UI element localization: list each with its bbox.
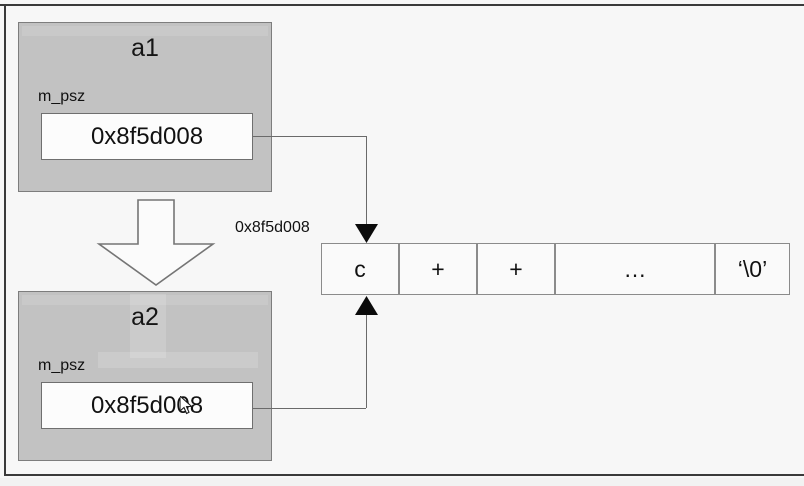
copy-down-arrow bbox=[96, 199, 216, 286]
object-a2-pointer-field[interactable]: 0x8f5d008 bbox=[41, 382, 253, 429]
string-cell-2: + bbox=[477, 243, 555, 295]
connector-a2-vertical bbox=[366, 314, 367, 408]
object-a1-top-highlight bbox=[22, 26, 268, 36]
heap-address-label: 0x8f5d008 bbox=[235, 219, 310, 236]
object-a1-member-label: m_psz bbox=[38, 88, 86, 105]
connector-a1-horizontal bbox=[253, 136, 366, 137]
object-box-a2 bbox=[18, 291, 272, 461]
connector-a1-arrowhead-down bbox=[355, 224, 378, 243]
copy-arrow-ghost-overlay bbox=[130, 294, 166, 358]
copy-arrow-ghost-overlay-wide bbox=[98, 352, 258, 368]
string-cell-0: c bbox=[321, 243, 399, 295]
object-a2-title: a2 bbox=[131, 303, 159, 331]
slide-frame-bottom-strip bbox=[0, 478, 804, 486]
object-a1-pointer-field[interactable]: 0x8f5d008 bbox=[41, 113, 253, 160]
string-cell-3: … bbox=[555, 243, 715, 295]
mouse-cursor-icon bbox=[180, 396, 193, 415]
object-a2-member-label: m_psz bbox=[38, 357, 86, 374]
object-box-a1 bbox=[18, 22, 272, 192]
slide-frame-bottom-border bbox=[4, 474, 804, 476]
object-a2-top-highlight bbox=[22, 295, 268, 305]
string-cell-4: ‘\0’ bbox=[715, 243, 790, 295]
string-cell-1: + bbox=[399, 243, 477, 295]
connector-a2-horizontal bbox=[253, 408, 366, 409]
slide-frame-left-border bbox=[4, 4, 6, 476]
connector-a1-vertical bbox=[366, 136, 367, 226]
connector-a2-arrowhead-up bbox=[355, 296, 378, 315]
slide-frame-top-border bbox=[0, 4, 804, 6]
object-a1-title: a1 bbox=[131, 34, 159, 62]
